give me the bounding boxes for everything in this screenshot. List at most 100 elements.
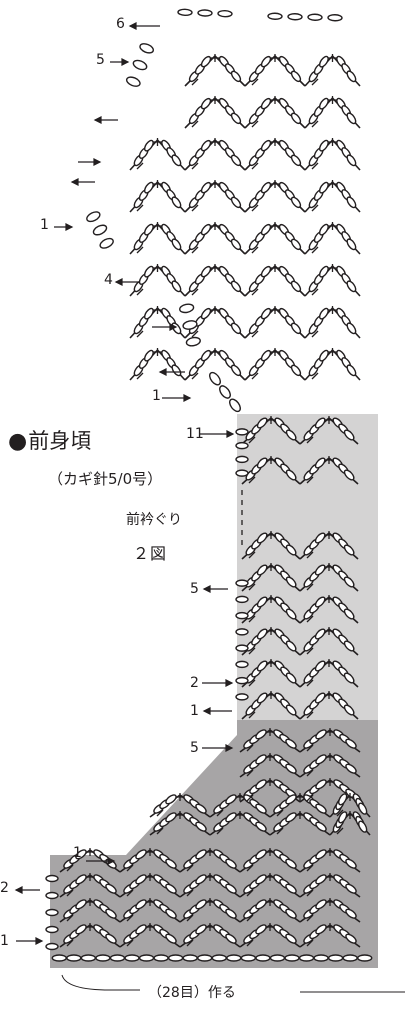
chain-stitch-icon	[285, 576, 297, 588]
chain-stitch-icon	[139, 43, 155, 54]
double-crochet-mark	[66, 889, 74, 897]
chain-stitch-icon	[256, 457, 268, 469]
chain-stitch-icon	[230, 280, 242, 293]
chain-stitch-icon	[290, 196, 302, 209]
double-crochet-mark	[126, 889, 134, 897]
chain-stitch-icon	[290, 280, 302, 293]
double-crochet-mark	[248, 711, 256, 719]
chain-stitch-icon	[256, 660, 268, 672]
chain-stitch-icon	[255, 779, 267, 790]
foundation-bracket-line	[61, 974, 140, 991]
double-crochet-mark	[306, 583, 314, 591]
chain-stitch-icon	[143, 265, 154, 278]
double-crochet-mark	[311, 162, 319, 170]
chain-stitch-icon	[200, 97, 212, 110]
double-crochet-mark	[311, 288, 319, 296]
double-crochet-mark	[66, 864, 74, 872]
double-crochet-mark	[191, 288, 199, 296]
double-crochet-mark	[306, 914, 314, 922]
chain-stitch-icon	[195, 821, 207, 832]
chain-stitch-icon	[255, 849, 267, 860]
chain-stitch-icon	[343, 576, 355, 588]
chain-stitch-icon	[315, 849, 327, 860]
chain-stitch-icon	[92, 224, 108, 236]
double-crochet-mark	[186, 914, 194, 922]
chain-stitch-icon	[345, 883, 357, 894]
double-crochet-mark	[246, 864, 254, 872]
double-crochet-mark	[216, 827, 224, 835]
double-crochet-mark	[66, 939, 74, 947]
chain-stitch-icon	[171, 238, 182, 251]
chain-stitch-icon	[327, 14, 343, 22]
double-crochet-mark	[191, 120, 199, 128]
chain-stitch-icon	[318, 181, 329, 194]
chain-stitch-icon	[165, 858, 177, 869]
chain-stitch-icon	[171, 154, 182, 167]
chain-stitch-icon	[75, 849, 87, 860]
chain-stitch-icon	[235, 693, 249, 701]
chain-stitch-icon	[318, 307, 329, 320]
chain-stitch-icon	[285, 544, 297, 556]
chain-stitch-icon	[269, 954, 286, 962]
double-crochet-mark	[336, 809, 344, 817]
chain-stitch-icon	[290, 364, 302, 377]
stitch-marks	[66, 54, 354, 947]
double-crochet-mark	[191, 204, 199, 212]
chain-stitch-icon	[165, 908, 177, 919]
chain-stitch-icon	[235, 579, 249, 587]
chain-stitch-icon	[318, 55, 329, 68]
row-label-6: 6	[116, 16, 125, 32]
chain-stitch-icon	[200, 223, 212, 236]
double-crochet-mark	[306, 864, 314, 872]
chain-stitch-icon	[256, 564, 268, 576]
chain-stitch-icon	[75, 874, 87, 885]
chain-stitch-icon	[260, 349, 272, 362]
chain-stitch-icon	[256, 417, 268, 429]
chain-stitch-icon	[343, 640, 355, 652]
chain-stitch-icon	[225, 812, 237, 823]
chain-stitch-icon	[315, 803, 327, 814]
chain-stitch-icon	[342, 954, 358, 962]
row-label-1-mid: 1	[152, 388, 161, 404]
double-crochet-mark	[251, 372, 259, 380]
chain-stitch-icon	[235, 611, 249, 620]
double-crochet-mark	[136, 204, 144, 212]
chain-stitch-icon	[255, 729, 267, 740]
chain-stitch-icon	[267, 12, 283, 20]
chain-stitch-icon	[171, 364, 182, 377]
double-crochet-mark	[248, 679, 256, 687]
chain-stitch-icon	[343, 704, 355, 716]
chain-stitch-icon	[327, 954, 344, 962]
chain-stitch-icon	[200, 307, 212, 320]
arrow-head-icon	[35, 937, 44, 945]
row-label-4: 4	[104, 272, 113, 288]
chain-stitch-icon	[179, 303, 195, 314]
double-crochet-mark	[251, 288, 259, 296]
chain-stitch-icon	[290, 112, 302, 125]
chain-stitch-icon	[314, 564, 326, 576]
double-crochet-mark	[126, 864, 134, 872]
chain-stitch-icon	[229, 398, 241, 413]
chain-stitch-icon	[343, 429, 355, 441]
foundation-chain-label: （28目）作る	[148, 985, 236, 1001]
chain-stitch-icon	[125, 76, 141, 87]
arrow-head-icon	[169, 323, 178, 331]
double-crochet-mark	[246, 744, 254, 752]
chain-stitch-icon	[235, 595, 249, 604]
chain-stitch-icon	[256, 628, 268, 640]
chain-stitch-icon	[358, 802, 368, 815]
chain-stitch-icon	[260, 223, 272, 236]
chain-stitch-icon	[185, 336, 201, 347]
chain-stitch-icon	[285, 640, 297, 652]
chain-stitch-icon	[358, 820, 368, 833]
chart-title-text: 前身頃	[28, 429, 92, 453]
double-crochet-mark	[306, 551, 314, 559]
chain-stitch-icon	[315, 729, 327, 740]
double-crochet-mark	[136, 330, 144, 338]
chain-stitch-icon	[345, 933, 357, 944]
chain-stitch-icon	[260, 265, 272, 278]
arrow-head-icon	[107, 857, 116, 865]
chain-stitch-icon	[66, 954, 82, 962]
arrow-head-icon	[225, 679, 234, 687]
chain-stitch-icon	[135, 924, 147, 935]
